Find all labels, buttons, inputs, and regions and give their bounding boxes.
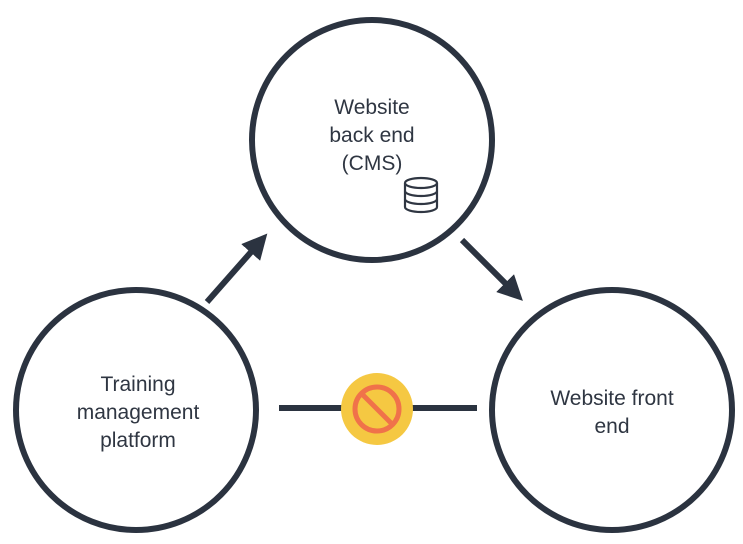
- backend-label-line-2: back end: [329, 124, 414, 147]
- backend-label-line-1: Website: [334, 96, 409, 119]
- node-website-backend: Website back end (CMS): [249, 17, 495, 263]
- arrow-training-to-backend: [204, 233, 268, 304]
- backend-label-line-3: (CMS): [342, 152, 403, 175]
- training-label-line-1: Training: [100, 373, 175, 396]
- frontend-label-line-1: Website front: [550, 387, 673, 410]
- no-entry-icon: [341, 373, 413, 445]
- training-label-line-3: platform: [100, 429, 176, 452]
- training-label-line-2: management: [77, 401, 200, 424]
- node-training-management-platform: Training management platform: [13, 287, 259, 533]
- frontend-label-line-2: end: [594, 415, 629, 438]
- database-icon: [403, 176, 439, 214]
- arrow-backend-to-frontend: [459, 237, 523, 301]
- node-website-front-end: Website front end: [489, 287, 735, 533]
